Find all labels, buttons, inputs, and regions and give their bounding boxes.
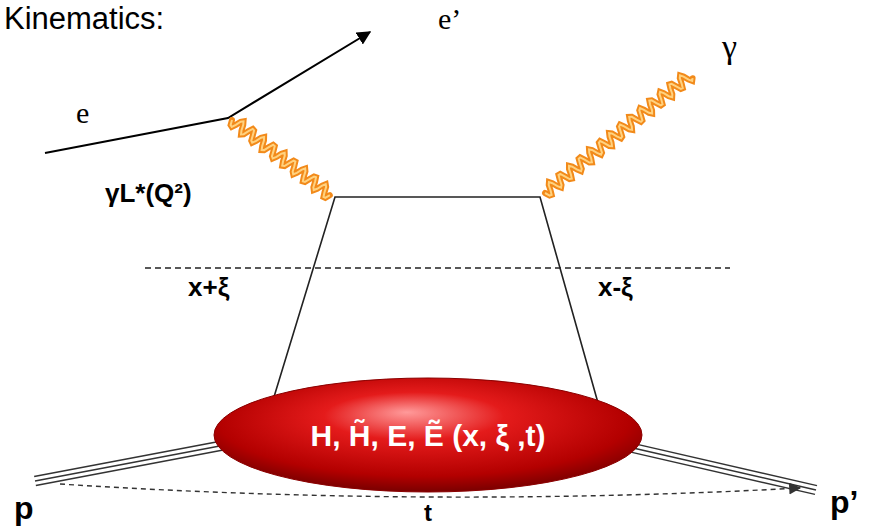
blob-shape [214,378,642,492]
proton-out-line [621,441,817,486]
proton-label: p’ [830,486,858,518]
momentum-transfer-label: t [424,501,432,525]
label-holder: e [76,98,89,128]
particle-label: e [76,98,89,128]
proton-in-line [36,449,226,485]
electron-line [45,32,370,153]
photon-label: γL*(Q²) [105,180,192,206]
diagram-title: Kinematics: [4,3,164,34]
proton-label: p [14,492,34,524]
proton-out-line [619,449,815,494]
photon-wave [231,120,330,198]
particle-label: e’ [438,4,461,34]
proton-in-line [34,441,224,477]
momentum-fraction: x-ξ [598,274,633,300]
proton-in-line [35,445,225,481]
proton-out-line [620,445,816,490]
label-holder: p [14,492,34,524]
factorization-line [145,267,730,268]
gpd-blob: H, H̃, E, Ẽ (x, ξ ,t) [213,377,643,493]
photon-wave-highlight [231,120,330,198]
gpd-text: H, H̃, E, Ẽ (x, ξ ,t) [310,419,545,452]
label-holder: x-ξ [598,274,633,300]
label-holder: t [424,501,432,525]
momentum-fraction: x+ξ [188,274,229,300]
label-holder: γ [722,30,737,64]
label-holder: x+ξ [188,274,229,300]
title-holder: Kinematics: [4,3,164,34]
blob-text-holder: H, H̃, E, Ẽ (x, ξ ,t) [310,419,545,452]
particle-label: γ [722,30,737,64]
photon-wave [545,75,693,195]
label-holder: e’ [438,4,461,34]
photon-wave-highlight [545,75,693,195]
label-holder: p’ [830,486,858,518]
label-holder: γL*(Q²) [105,180,192,206]
